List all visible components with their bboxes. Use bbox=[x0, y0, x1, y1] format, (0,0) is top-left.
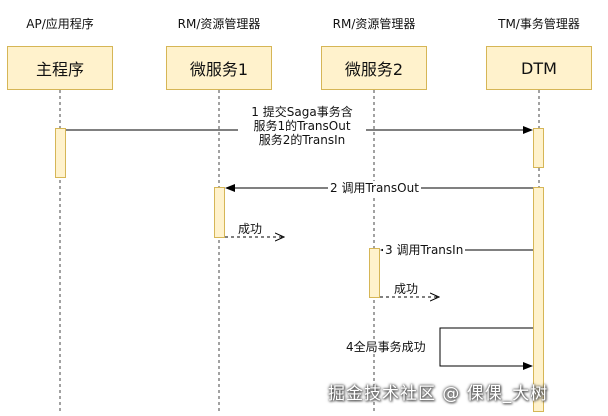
participant-dtm-name: DTM bbox=[521, 58, 557, 78]
role-label-service2: RM/资源管理器 bbox=[332, 17, 416, 31]
watermark-text: 掘金技术社区 @ 倮倮_大树 bbox=[328, 384, 549, 404]
activation-dtm-1 bbox=[533, 128, 544, 168]
role-label-service1: RM/资源管理器 bbox=[177, 17, 261, 31]
participant-service2-name: 微服务2 bbox=[344, 60, 404, 79]
message-submit-line1: 1 提交Saga事务含 bbox=[251, 105, 353, 119]
message-call-transin-label: 3 调用TransIn bbox=[383, 243, 466, 257]
message-submit-line3: 服务2的TransIn bbox=[258, 133, 346, 147]
message-global-success-label: 4全局事务成功 bbox=[344, 340, 428, 354]
role-label-main: AP/应用程序 bbox=[26, 17, 94, 31]
activation-service1 bbox=[214, 187, 225, 238]
participant-main: 主程序 bbox=[7, 46, 113, 90]
participant-service1-name: 微服务1 bbox=[189, 60, 249, 79]
message-success-2-label: 成功 bbox=[394, 282, 419, 296]
message-submit-saga-label: 1 提交Saga事务含 服务1的TransOut 服务2的TransIn bbox=[238, 104, 366, 147]
message-submit-line2: 服务1的TransOut bbox=[253, 119, 351, 133]
activation-dtm-2 bbox=[533, 187, 544, 412]
role-label-dtm: TM/事务管理器 bbox=[498, 17, 580, 31]
arrow-global-success bbox=[439, 327, 533, 370]
participant-service2: 微服务2 bbox=[321, 46, 427, 90]
participant-dtm: DTM bbox=[486, 46, 592, 90]
participant-service1: 微服务1 bbox=[166, 46, 272, 90]
activation-service2 bbox=[369, 248, 380, 298]
message-call-transout-label: 2 调用TransOut bbox=[328, 181, 421, 195]
message-success-1-label: 成功 bbox=[238, 222, 263, 236]
activation-main bbox=[55, 128, 66, 178]
participant-main-name: 主程序 bbox=[35, 60, 84, 79]
